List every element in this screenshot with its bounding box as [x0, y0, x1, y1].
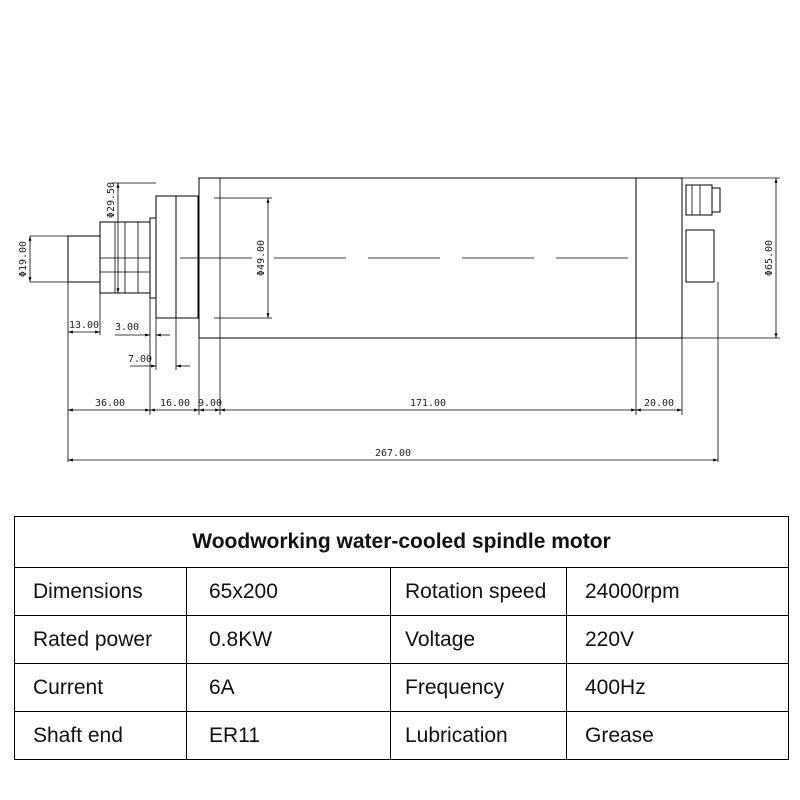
dim-length-7: 7.00 [128, 354, 152, 365]
table-row: Shaft end ER11 Lubrication Grease [14, 711, 789, 760]
dim-diameter-29-5: Φ29.50 [106, 182, 117, 218]
table-title: Woodworking water-cooled spindle motor [14, 516, 789, 568]
spec-value-rotation-speed: 24000rpm [566, 567, 789, 616]
dim-diameter-65: Φ65.00 [764, 240, 775, 276]
dim-diameter-49: Φ49.00 [256, 240, 267, 276]
spindle-technical-drawing: Φ19.00 Φ29.50 Φ49.00 Φ65.00 13.00 3.00 7… [18, 177, 780, 462]
dim-length-267: 267.00 [375, 448, 411, 459]
spec-value-current: 6A [186, 663, 391, 712]
dim-length-16: 16.00 [160, 398, 190, 409]
dim-length-9: 9.00 [198, 398, 222, 409]
spec-value-voltage: 220V [566, 615, 789, 664]
spec-value-shaft-end: ER11 [186, 711, 391, 760]
extension-lines [30, 177, 780, 462]
spec-label-current: Current [14, 663, 187, 712]
spec-label-rated-power: Rated power [14, 615, 187, 664]
spec-value-frequency: 400Hz [566, 663, 789, 712]
spec-value-rated-power: 0.8KW [186, 615, 391, 664]
spec-label-frequency: Frequency [390, 663, 567, 712]
spec-label-lubrication: Lubrication [390, 711, 567, 760]
spec-table: Woodworking water-cooled spindle motor D… [14, 516, 789, 760]
dim-length-36: 36.00 [95, 398, 125, 409]
dim-length-3: 3.00 [115, 322, 139, 333]
spindle-outline [67, 177, 721, 339]
dimension-lines [28, 178, 778, 462]
spec-label-rotation-speed: Rotation speed [390, 567, 567, 616]
spec-label-dimensions: Dimensions [14, 567, 187, 616]
spec-value-dimensions: 65x200 [186, 567, 391, 616]
spec-value-lubrication: Grease [566, 711, 789, 760]
table-title-row: Woodworking water-cooled spindle motor [14, 516, 789, 568]
dim-diameter-19: Φ19.00 [18, 241, 29, 277]
spec-label-shaft-end: Shaft end [14, 711, 187, 760]
spec-label-voltage: Voltage [390, 615, 567, 664]
dim-length-13: 13.00 [69, 320, 99, 331]
dim-length-20: 20.00 [644, 398, 674, 409]
table-row: Rated power 0.8KW Voltage 220V [14, 615, 789, 664]
dimension-labels: Φ19.00 Φ29.50 Φ49.00 Φ65.00 13.00 3.00 7… [18, 182, 775, 459]
dim-length-171: 171.00 [410, 398, 446, 409]
table-row: Current 6A Frequency 400Hz [14, 663, 789, 712]
table-row: Dimensions 65x200 Rotation speed 24000rp… [14, 567, 789, 616]
